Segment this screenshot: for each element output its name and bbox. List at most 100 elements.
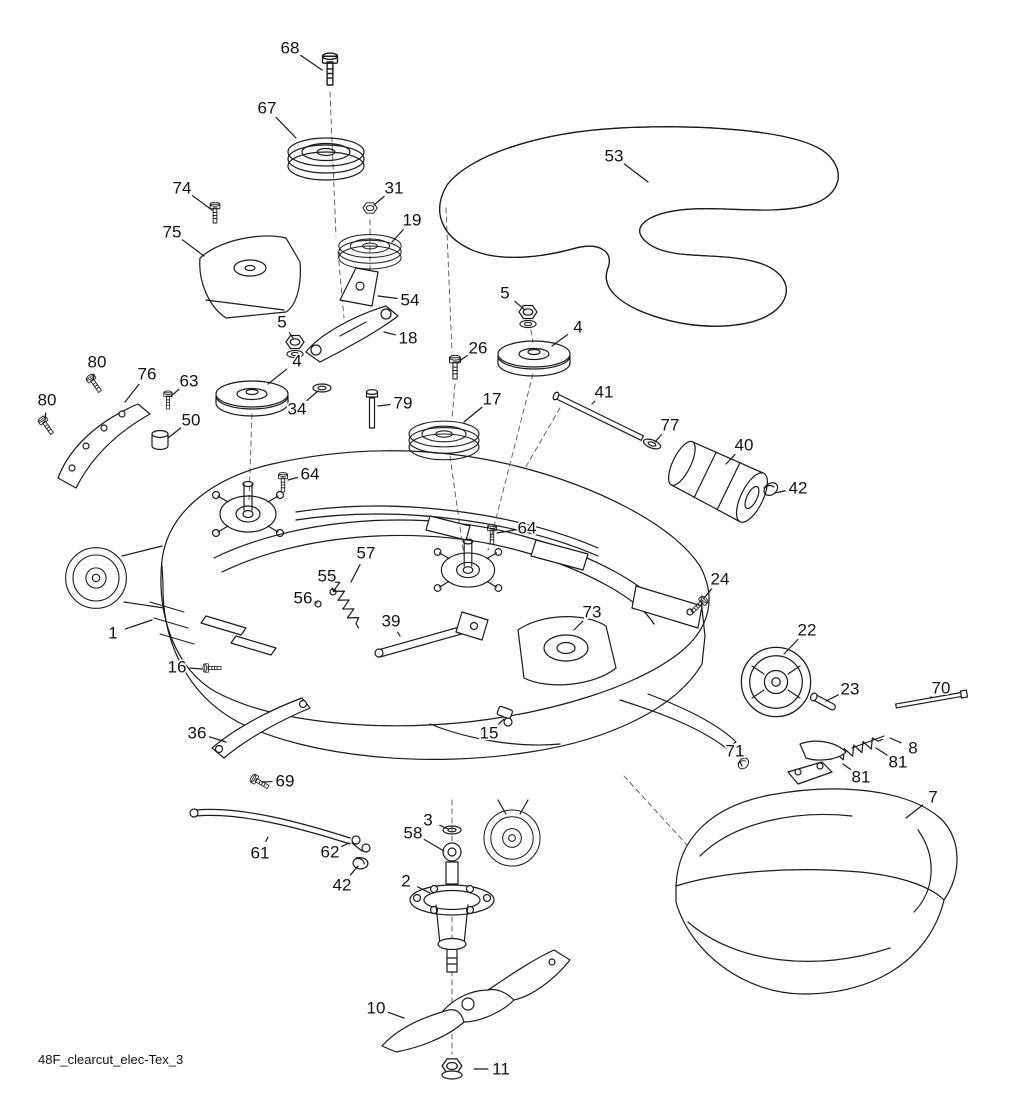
callout-leader-3-47 xyxy=(439,824,449,830)
callout-label-54-7: 54 xyxy=(401,291,420,310)
callout-leader-67-1 xyxy=(275,116,297,139)
callout-label-8-41: 8 xyxy=(908,739,917,758)
callout-label-23-37: 23 xyxy=(841,680,860,699)
roller-shaft-41 xyxy=(552,391,644,441)
callout-label-34-18: 34 xyxy=(288,400,307,419)
washer-77 xyxy=(641,436,663,452)
callout-leader-70-38 xyxy=(929,696,932,699)
callout-label-55-29: 55 xyxy=(318,567,337,586)
callout-label-16-36: 16 xyxy=(168,658,187,677)
callout-label-80-13: 80 xyxy=(88,353,107,372)
callout-leader-53-2 xyxy=(623,163,649,183)
mandrel-cover xyxy=(517,616,617,686)
callout-leader-56-31 xyxy=(314,601,318,604)
callout-label-61-49: 61 xyxy=(251,844,270,863)
callout-leader-80-17 xyxy=(44,412,47,421)
callout-leader-42-25 xyxy=(774,490,786,494)
callout-leader-40-24 xyxy=(725,453,736,465)
callout-label-2-52: 2 xyxy=(401,872,410,891)
callout-label-22-34: 22 xyxy=(798,621,817,640)
callout-leader-71-44 xyxy=(739,762,743,767)
callout-label-39-32: 39 xyxy=(382,612,401,631)
callout-label-75-6: 75 xyxy=(163,223,182,242)
lift-arm-36 xyxy=(211,697,311,759)
callout-leader-10-53 xyxy=(387,1011,405,1019)
callout-leader-16-36 xyxy=(189,667,203,670)
callout-leader-23-37 xyxy=(825,694,839,702)
callout-label-77-23: 77 xyxy=(661,416,680,435)
callout-leader-81-42 xyxy=(875,747,888,756)
callout-label-31-4: 31 xyxy=(385,179,404,198)
callout-leader-62-50 xyxy=(341,842,350,848)
idler-arm-assembly xyxy=(314,588,489,658)
front-left-wheel xyxy=(65,547,127,609)
callout-label-3-47: 3 xyxy=(423,811,432,830)
callout-leader-1-35 xyxy=(124,619,153,630)
callout-label-76-14: 76 xyxy=(138,365,157,384)
callout-label-18-10: 18 xyxy=(399,329,418,348)
grease-fitting-15 xyxy=(496,705,513,727)
front-center-wheel xyxy=(483,809,541,867)
callout-label-17-20: 17 xyxy=(483,390,502,409)
callout-label-64-27: 64 xyxy=(518,519,537,538)
callout-leader-15-40 xyxy=(497,718,505,725)
callout-label-57-28: 57 xyxy=(357,544,376,563)
callout-label-64-26: 64 xyxy=(301,465,320,484)
callout-leader-57-28 xyxy=(350,563,361,583)
idler-pulley-67 xyxy=(287,137,365,181)
callout-label-69-45: 69 xyxy=(276,772,295,791)
bolt-80-b xyxy=(36,414,57,437)
callout-leader-76-14 xyxy=(124,383,140,403)
callout-label-24-30: 24 xyxy=(711,570,730,589)
bolt-74 xyxy=(209,201,221,224)
callout-leader-77-23 xyxy=(654,434,662,443)
callout-leader-50-22 xyxy=(167,427,182,439)
deck-edge-hatch xyxy=(149,601,195,645)
callout-leader-79-19 xyxy=(377,403,391,407)
callout-label-11-54: 11 xyxy=(492,1060,510,1079)
callout-label-53-2: 53 xyxy=(605,147,624,166)
callout-label-71-44: 71 xyxy=(726,742,745,761)
callout-leader-2-52 xyxy=(417,886,431,894)
blade xyxy=(381,949,571,1053)
spindle-assembly xyxy=(409,842,495,973)
callout-label-63-15: 63 xyxy=(180,372,199,391)
spindle-pulley-left xyxy=(215,380,289,417)
callout-leader-81-43 xyxy=(842,763,852,770)
bolt-68 xyxy=(321,52,339,86)
callout-leader-22-34 xyxy=(783,638,799,655)
callout-leader-24-30 xyxy=(703,588,713,599)
front-center-wheel-bracket xyxy=(497,799,529,815)
callout-leader-68-0 xyxy=(300,54,323,71)
lift-rod-61 xyxy=(189,808,351,845)
callout-leader-42-51 xyxy=(349,865,359,876)
callout-leader-80-13 xyxy=(92,374,95,381)
retainer-clip-42-b xyxy=(350,853,371,874)
callout-label-81-43: 81 xyxy=(852,768,871,787)
callout-leader-26-12 xyxy=(457,354,468,363)
callout-label-62-50: 62 xyxy=(321,843,340,862)
bolt-63 xyxy=(163,390,173,410)
blade-nut-flange xyxy=(441,1070,463,1080)
callout-leader-7-46 xyxy=(905,804,924,819)
callout-leader-39-32 xyxy=(397,631,401,637)
callout-label-58-48: 58 xyxy=(404,824,423,843)
front-left-wheel-bracket xyxy=(121,545,165,609)
spindle-pulley-right xyxy=(497,340,571,377)
callout-label-67-1: 67 xyxy=(258,99,277,118)
callout-leader-36-39 xyxy=(208,736,227,743)
callout-label-41-21: 41 xyxy=(595,383,614,402)
bolt-79 xyxy=(365,389,379,429)
bolt-26 xyxy=(448,354,462,380)
gauge-wheel xyxy=(740,646,812,718)
callout-leader-64-26 xyxy=(287,476,299,481)
callout-leader-18-10 xyxy=(383,331,396,336)
callout-leader-74-3 xyxy=(191,195,213,211)
callout-leader-63-15 xyxy=(170,388,180,397)
callout-leader-17-20 xyxy=(463,406,483,423)
callout-label-79-19: 79 xyxy=(394,394,413,413)
callout-label-1-35: 1 xyxy=(108,624,117,643)
callout-label-70-38: 70 xyxy=(932,679,951,698)
